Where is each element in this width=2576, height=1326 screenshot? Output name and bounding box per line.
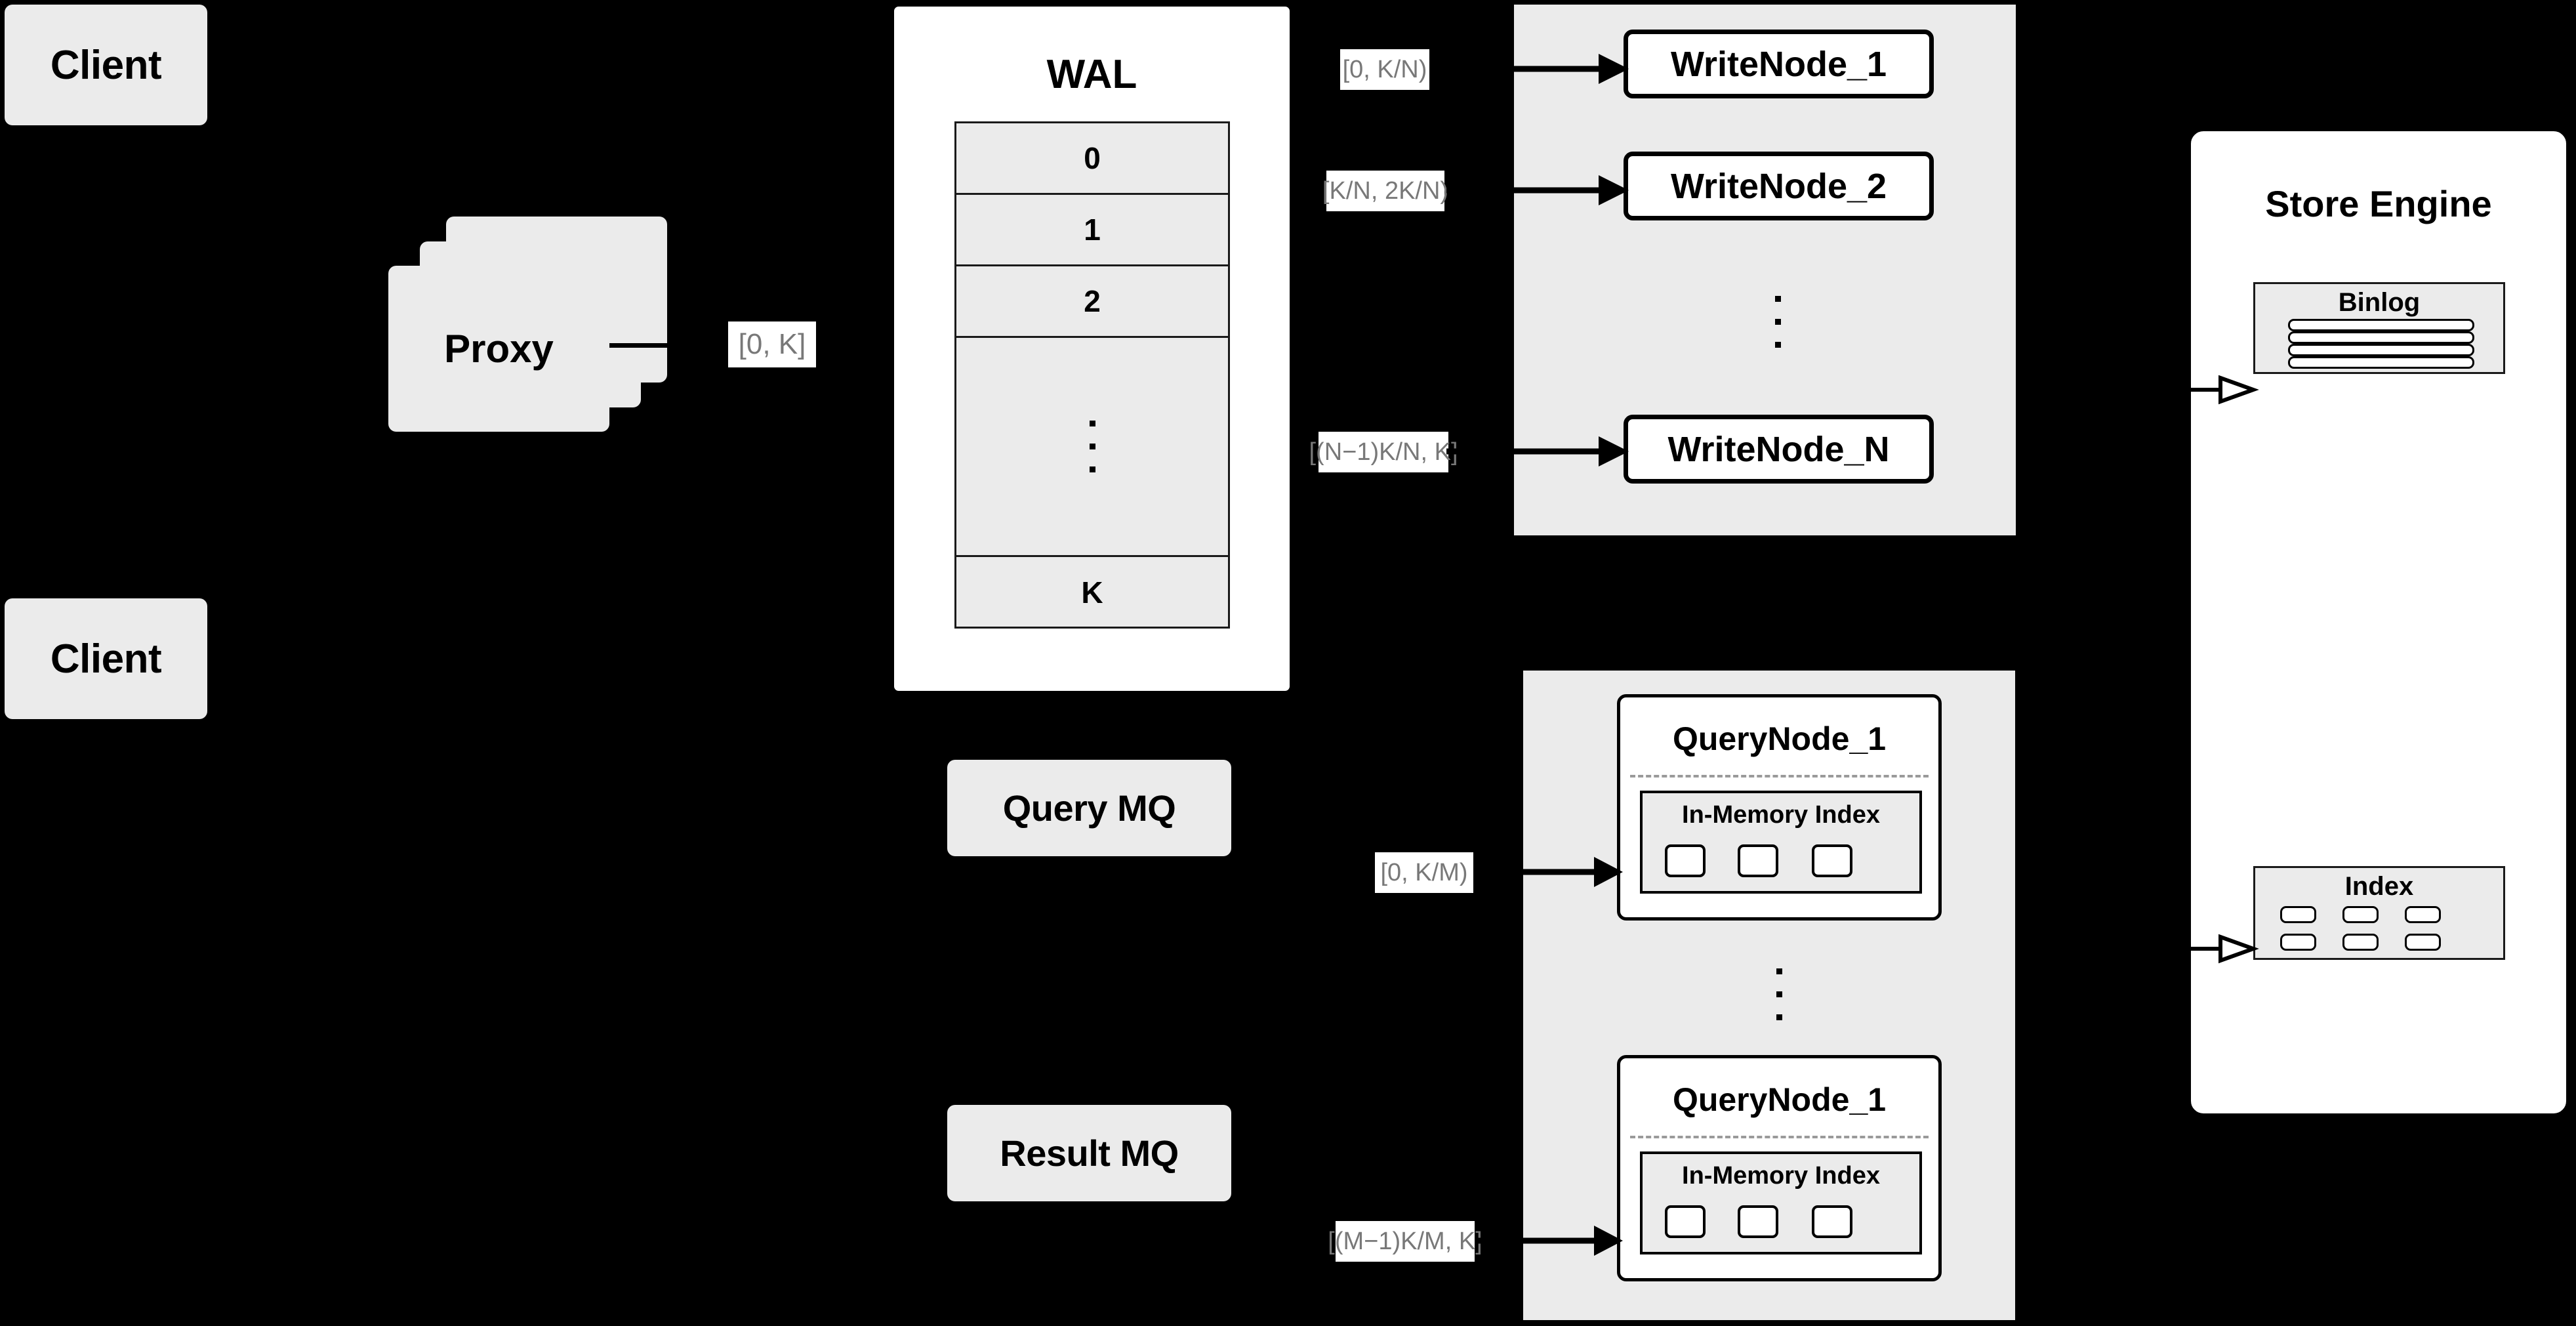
client-box-1: Client — [5, 5, 207, 125]
query-node-1-index-title: In-Memory Index — [1682, 801, 1880, 829]
index-cell-2 — [2342, 906, 2379, 923]
arrow-to-write-node-n — [1446, 436, 1629, 466]
query-node-2-index-cell-2 — [1738, 1205, 1778, 1238]
client-box-2: Client — [5, 598, 207, 719]
arrow-to-write-node-2 — [1446, 175, 1629, 205]
binlog-bar-4 — [2288, 356, 2474, 369]
query-node-2-index-title: In-Memory Index — [1682, 1162, 1880, 1190]
index-cell-1 — [2280, 906, 2316, 923]
query-node-2-divider — [1630, 1136, 1929, 1138]
query-node-ellipsis — [1753, 935, 1805, 1053]
write-node-2-range-label: [K/N, 2K/N) — [1322, 171, 1448, 211]
wal-title: WAL — [1046, 52, 1137, 97]
query-node-1-index-cell-2 — [1738, 844, 1778, 877]
query-node-2-index-cell-1 — [1665, 1205, 1706, 1238]
write-node-ellipsis — [1751, 262, 1804, 381]
query-node-2-title: QueryNode_1 — [1672, 1081, 1887, 1118]
proxy-box[interactable]: Proxy — [388, 266, 609, 432]
arrow-to-binlog — [2157, 375, 2259, 405]
wal-table: 0 1 2 K — [954, 121, 1230, 629]
query-node-1-index-cell-1 — [1665, 844, 1706, 877]
query-node-1-index-cell-3 — [1812, 844, 1852, 877]
binlog-panel: Binlog — [2253, 282, 2505, 374]
wal-row-1: 1 — [956, 195, 1228, 266]
query-node-2-index-cell-3 — [1812, 1205, 1852, 1238]
query-mq-box[interactable]: Query MQ — [947, 760, 1231, 856]
wal-row-k: K — [1081, 575, 1103, 610]
write-node-1-range-label: [0, K/N) — [1340, 49, 1429, 90]
proxy-connector-line — [609, 343, 668, 348]
store-engine-container: Store Engine Binlog Index — [2189, 129, 2568, 1115]
write-node-2[interactable]: WriteNode_2 — [1624, 152, 1934, 220]
index-panel: Index — [2253, 866, 2505, 960]
proxy-range-label: [0, K] — [728, 321, 816, 367]
binlog-bar-2 — [2288, 331, 2474, 344]
query-node-1-in-memory-index: In-Memory Index — [1640, 791, 1922, 894]
query-node-2[interactable]: QueryNode_1 In-Memory Index — [1617, 1055, 1942, 1281]
query-node-1-title: QueryNode_1 — [1672, 720, 1887, 757]
arrow-to-write-node-1 — [1446, 54, 1629, 84]
result-mq-box[interactable]: Result MQ — [947, 1105, 1231, 1201]
arrow-to-query-node-1 — [1476, 857, 1623, 887]
proxy-label: Proxy — [444, 327, 554, 371]
query-node-1-divider — [1630, 775, 1929, 777]
client-label-2: Client — [50, 636, 162, 682]
query-node-1-range-label: [0, K/M) — [1375, 852, 1473, 893]
binlog-bar-1 — [2288, 319, 2474, 331]
wal-row-0: 0 — [956, 123, 1228, 195]
query-node-2-range-label: [(M−1)K/M, K] — [1328, 1221, 1482, 1262]
index-cell-3 — [2405, 906, 2441, 923]
wal-container: WAL 0 1 2 K — [892, 5, 1292, 693]
arrow-to-query-node-2 — [1476, 1226, 1623, 1256]
index-cell-4 — [2280, 934, 2316, 951]
wal-row-ellipsis — [956, 338, 1228, 557]
binlog-bar-3 — [2288, 344, 2474, 356]
index-cell-5 — [2342, 934, 2379, 951]
wal-row-2: 2 — [956, 266, 1228, 338]
store-engine-title: Store Engine — [2265, 183, 2492, 224]
query-node-1[interactable]: QueryNode_1 In-Memory Index — [1617, 694, 1942, 921]
write-node-1[interactable]: WriteNode_1 — [1624, 30, 1934, 98]
arrow-to-index — [2157, 934, 2259, 964]
binlog-title: Binlog — [2338, 288, 2421, 317]
index-cell-6 — [2405, 934, 2441, 951]
write-node-n-range-label: [(N−1)K/N, K] — [1309, 432, 1458, 472]
write-node-n[interactable]: WriteNode_N — [1624, 415, 1934, 484]
index-title: Index — [2344, 872, 2414, 901]
client-label-1: Client — [50, 42, 162, 88]
query-node-2-in-memory-index: In-Memory Index — [1640, 1151, 1922, 1254]
